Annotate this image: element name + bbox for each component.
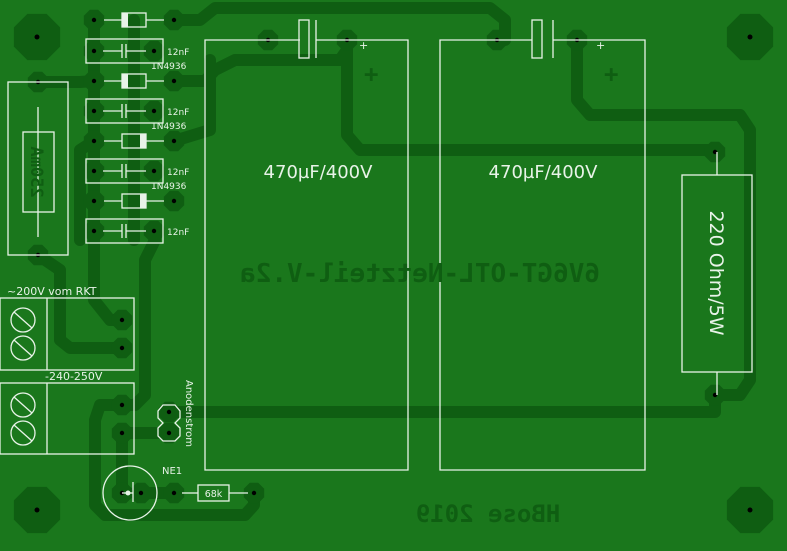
fuse: 250mA — [7, 81, 69, 256]
resistor-220ohm: 220 Ohm/5W — [681, 152, 753, 395]
terminal-output[interactable]: -240-250V — [0, 370, 135, 455]
drill-hole — [34, 507, 40, 513]
diode-cathode-band — [140, 134, 146, 148]
drill-hole — [166, 430, 172, 436]
terminal-input[interactable]: ~200V vom RKT — [0, 285, 135, 371]
jumper-anodenstrom[interactable]: Anodenstrom — [157, 380, 194, 447]
resistor-68k: 68k — [182, 484, 248, 502]
drill-hole — [91, 198, 97, 204]
capacitor-c2: + + 470µF/400V — [439, 19, 646, 471]
terminal-screws — [10, 307, 36, 446]
board-author: HBose 2019 — [416, 500, 561, 528]
drill-hole — [91, 168, 97, 174]
screw-icon — [10, 307, 36, 333]
board-title: 6V6GT-OTL-Netzteil-V.2a — [240, 259, 600, 289]
fuse-label: 250mA — [26, 146, 46, 197]
screw-icon — [10, 335, 36, 361]
small-capacitor: 12nF — [85, 218, 189, 244]
resistor-68k-label: 68k — [205, 489, 223, 500]
drill-hole — [91, 78, 97, 84]
drill-hole — [747, 507, 753, 513]
drill-hole — [119, 402, 125, 408]
diode-label: 1N4936 — [151, 62, 187, 72]
drill-hole — [171, 78, 177, 84]
drill-hole — [747, 34, 753, 40]
multiplier-ladder: 1N4936 1N4936 1N4936 12nF 12nF 12nF 12nF — [85, 12, 189, 244]
screw-icon — [10, 420, 36, 446]
polarity-plus: + — [596, 39, 605, 52]
drill-hole — [151, 228, 157, 234]
drill-hole — [251, 490, 257, 496]
pads — [27, 9, 726, 504]
diode-label: 1N4936 — [151, 182, 187, 192]
mounting-holes — [13, 13, 774, 534]
small-capacitor: 12nF — [85, 98, 189, 124]
diode: 1N4936 — [104, 62, 187, 89]
polarity-plus: + — [359, 39, 368, 52]
diode-cathode-band — [140, 194, 146, 208]
capacitor-label: 470µF/400V — [264, 162, 374, 183]
polarity-plus-copper: + — [364, 60, 378, 88]
terminal-output-label: -240-250V — [45, 370, 103, 383]
drill-hole — [171, 198, 177, 204]
diode-label: 1N4936 — [151, 122, 187, 132]
neon-lamp-ne1: NE1 — [102, 465, 182, 521]
drill-hole — [151, 168, 157, 174]
resistor-label: 220 Ohm/5W — [705, 210, 727, 335]
drill-hole — [171, 138, 177, 144]
diode-cathode-band — [122, 74, 128, 88]
diode: 1N4936 — [104, 182, 187, 209]
drill-hole — [151, 48, 157, 54]
capacitor-label: 12nF — [167, 48, 189, 58]
capacitor-label: 12nF — [167, 228, 189, 238]
drill-hole — [171, 17, 177, 23]
drill-hole — [138, 490, 144, 496]
capacitor-label: 12nF — [167, 168, 189, 178]
drill-hole — [171, 490, 177, 496]
capacitor-label: 12nF — [167, 108, 189, 118]
drill-hole — [119, 317, 125, 323]
small-capacitor: 12nF — [85, 38, 189, 64]
drill-hole — [91, 108, 97, 114]
drill-hole — [91, 228, 97, 234]
drill-hole — [151, 108, 157, 114]
screw-icon — [10, 392, 36, 418]
capacitor-label: 470µF/400V — [489, 162, 599, 183]
drill-hole — [91, 17, 97, 23]
drill-hole — [91, 48, 97, 54]
drill-hole — [91, 138, 97, 144]
terminal-input-label: ~200V vom RKT — [7, 285, 97, 298]
polarity-plus-copper: + — [604, 60, 618, 88]
drill-hole — [166, 409, 172, 415]
diode — [104, 12, 164, 28]
drill-hole — [712, 392, 718, 398]
capacitor-c1: + + 470µF/400V — [204, 19, 409, 471]
neon-label: NE1 — [162, 466, 182, 477]
diode: 1N4936 — [104, 122, 187, 149]
small-capacitor: 12nF — [85, 158, 189, 184]
jumper-label: Anodenstrom — [183, 380, 194, 447]
drill-hole — [119, 430, 125, 436]
drill-hole — [34, 34, 40, 40]
drill-hole — [119, 345, 125, 351]
drill-hole — [712, 149, 718, 155]
diode-cathode-band — [122, 13, 128, 27]
